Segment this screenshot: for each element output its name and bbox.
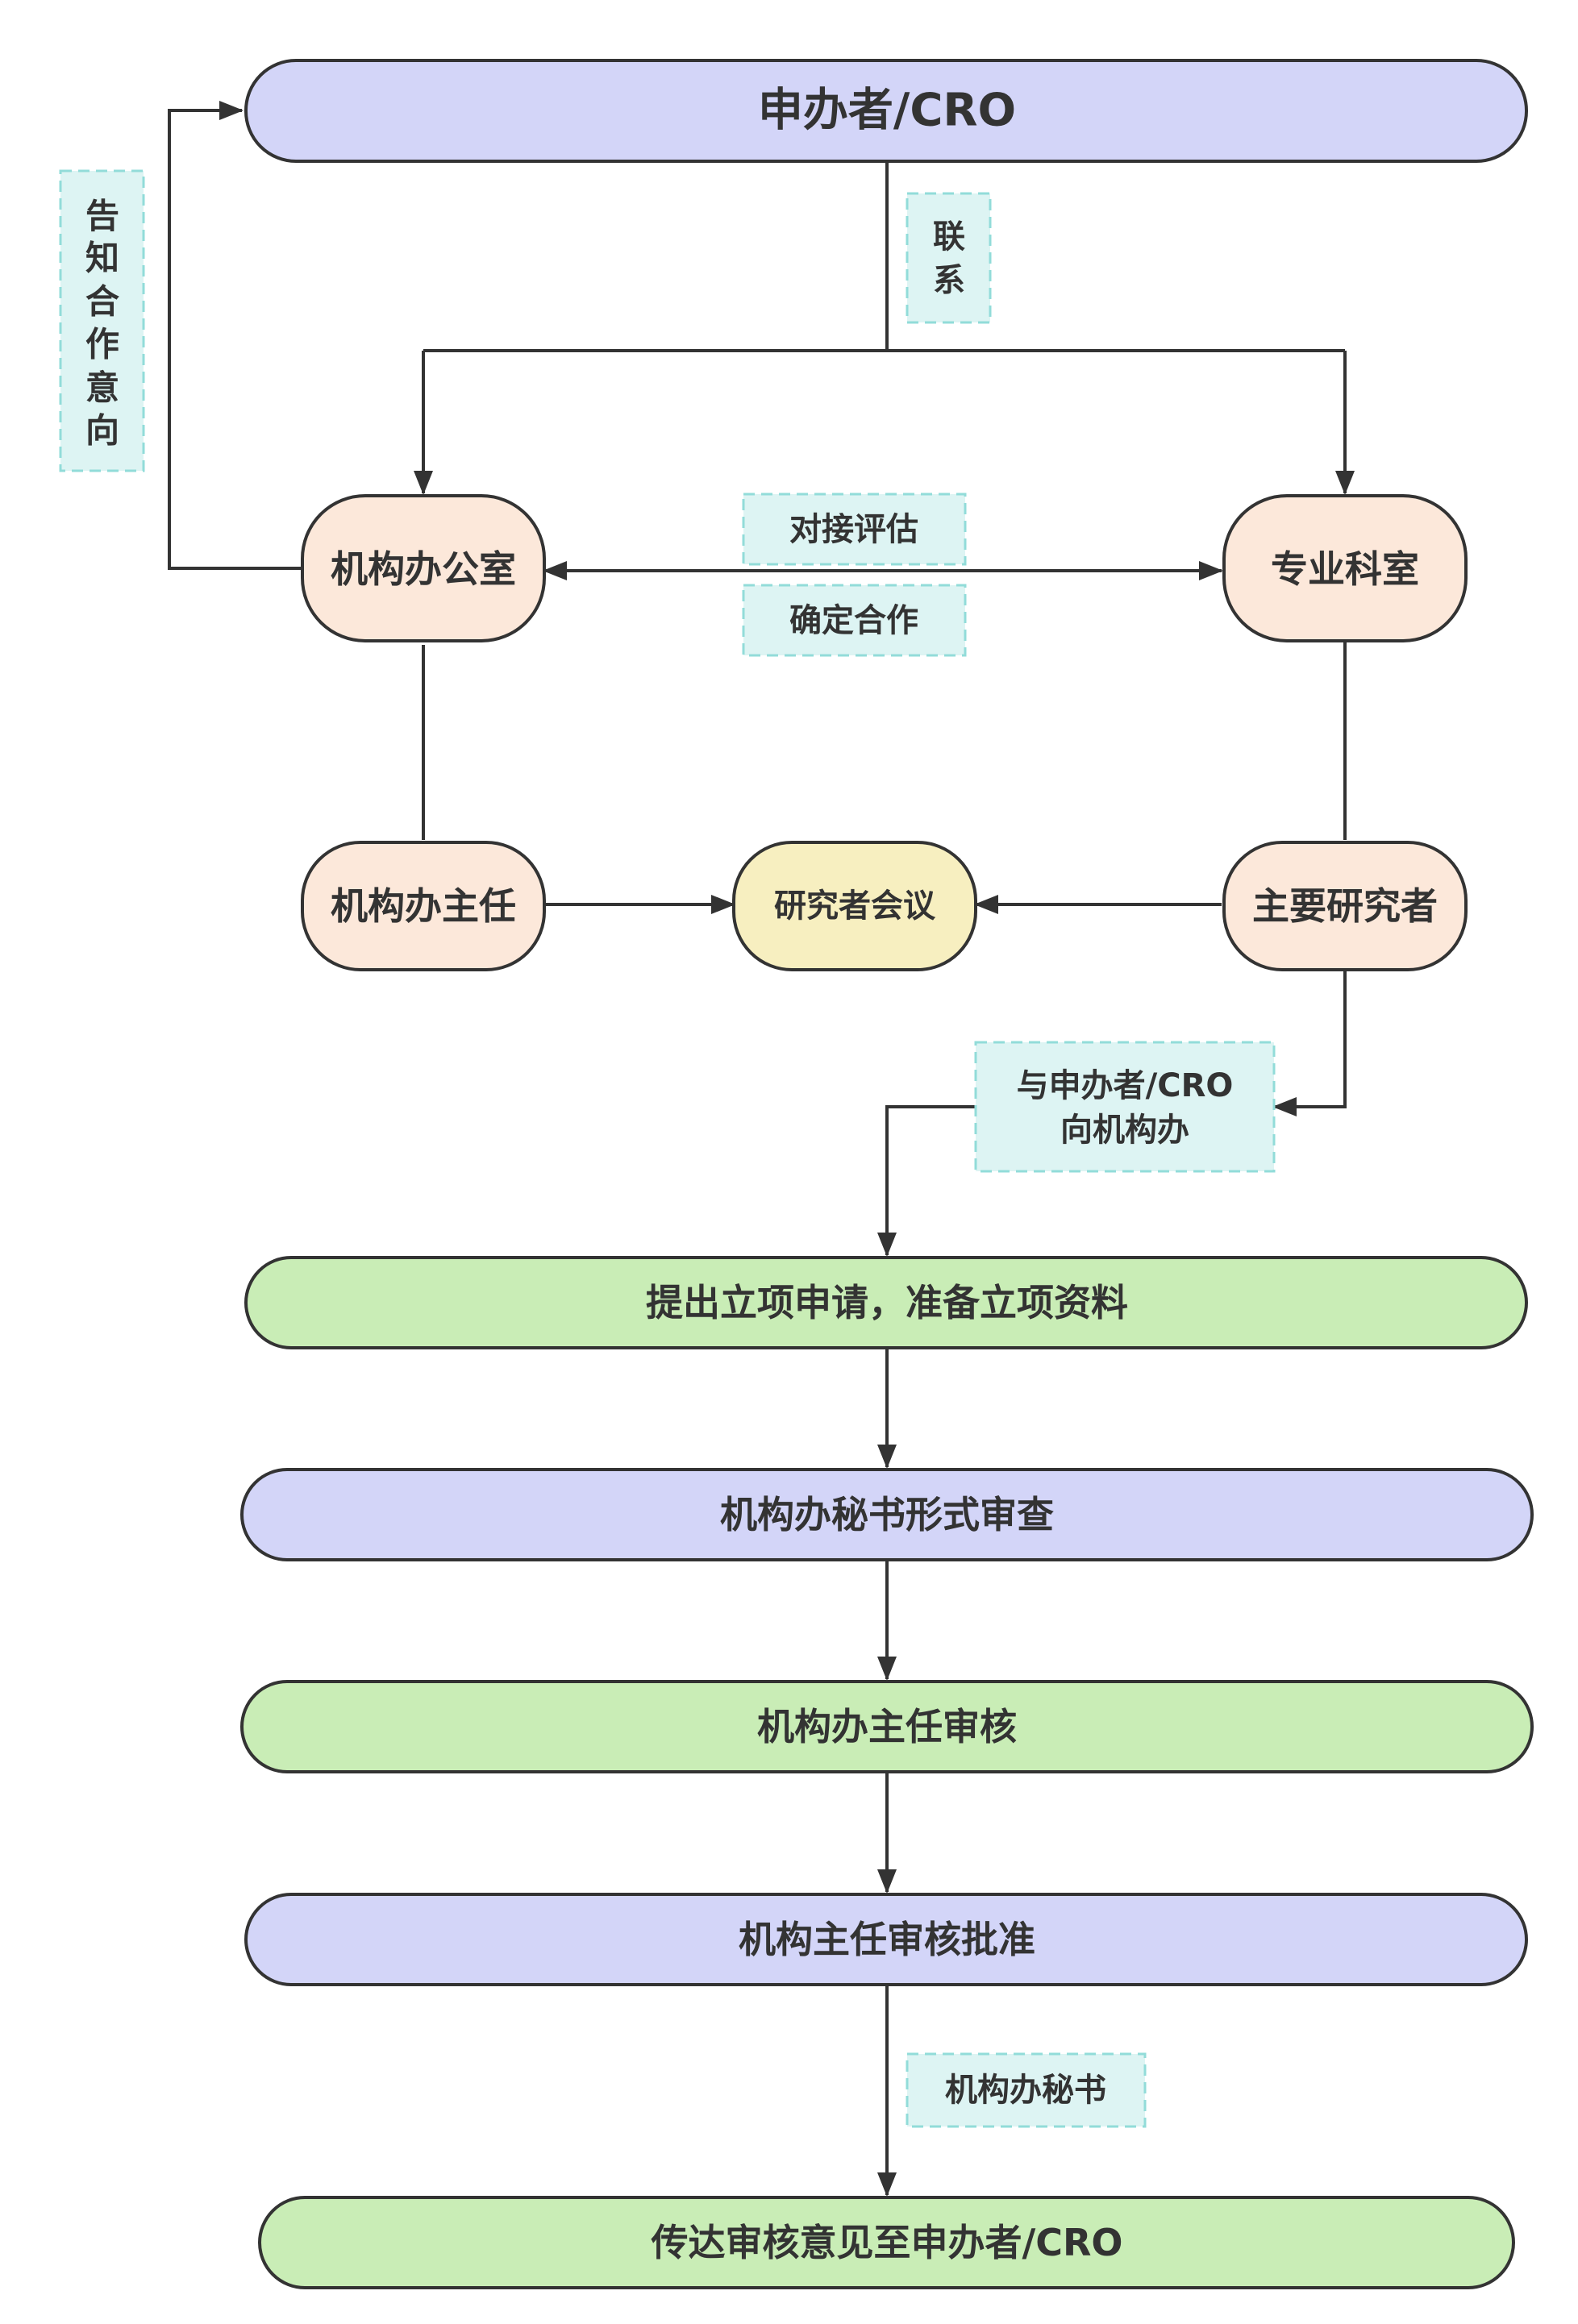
note-confirm-label: 确定合作 (789, 602, 918, 639)
node-director: 机构办主任 (301, 841, 546, 971)
node-apply: 提出立项申请，准备立项资料 (244, 1256, 1528, 1349)
note-inform-box (59, 169, 145, 472)
node-secretary-review-box (240, 1468, 1534, 1561)
node-director-label: 机构办主任 (331, 884, 516, 928)
node-pi-label: 主要研究者 (1252, 884, 1438, 928)
node-director-approve: 机构主任审核批准 (244, 1893, 1528, 1986)
edge-office-to-sponsor (168, 101, 302, 570)
note-contact: 联 系 (906, 192, 992, 324)
node-convey-label: 传达审核意见至申办者/CRO (650, 2221, 1122, 2264)
note-inform: 告 知 合 作 意 向 (59, 169, 145, 472)
note-assess-label: 对接评估 (789, 511, 918, 548)
note-contact-char-1: 联 (933, 218, 965, 256)
node-director-audit-box (240, 1680, 1534, 1773)
note-contact-box (906, 192, 992, 324)
node-dept: 专业科室 (1222, 494, 1468, 642)
node-director-box (301, 841, 546, 971)
edge-note-to-apply (877, 1105, 976, 1257)
note-secretary-box (906, 2052, 1147, 2128)
note-assess: 对接评估 (742, 493, 967, 566)
note-with-sponsor: 与申办者/CRO 向机构办 (974, 1041, 1276, 1173)
node-secretary-review-label: 机构办秘书形式审查 (720, 1493, 1054, 1536)
node-sponsor-box (244, 59, 1528, 163)
node-apply-label: 提出立项申请，准备立项资料 (646, 1281, 1128, 1324)
node-pi: 主要研究者 (1222, 841, 1468, 971)
note-inform-char-1: 告 (85, 197, 119, 236)
node-office: 机构办公室 (301, 494, 546, 642)
note-confirm-box (742, 584, 967, 657)
note-secretary: 机构办秘书 (906, 2052, 1147, 2128)
node-meeting: 研究者会议 (732, 841, 977, 971)
node-director-audit-label: 机构办主任审核 (757, 1705, 1017, 1748)
note-confirm: 确定合作 (742, 584, 967, 657)
node-convey: 传达审核意见至申办者/CRO (258, 2196, 1515, 2289)
nodes: 申办者/CRO 机构办公室 专业科室 机构办主任 研究者会议 主要研究者 (240, 59, 1534, 2289)
note-inform-char-2: 知 (85, 239, 119, 278)
note-inform-char-5: 意 (85, 368, 119, 408)
node-dept-label: 专业科室 (1271, 547, 1419, 591)
edges (168, 101, 1355, 2197)
note-assess-box (742, 493, 967, 566)
node-secretary-review: 机构办秘书形式审查 (240, 1468, 1534, 1561)
notes: 告 知 合 作 意 向 联 系 对接评估 确定合作 与申办者/CRO 向机构办 (59, 169, 1276, 2128)
node-sponsor: 申办者/CRO (244, 59, 1528, 163)
note-with-sponsor-box (974, 1041, 1276, 1173)
node-director-approve-label: 机构主任审核批准 (739, 1918, 1035, 1961)
note-inform-char-3: 合 (85, 282, 119, 322)
note-with-sponsor-line-1: 与申办者/CRO (1017, 1067, 1234, 1104)
node-dept-box (1222, 494, 1468, 642)
edge-pi-to-note (1272, 970, 1347, 1116)
note-contact-char-2: 系 (933, 262, 965, 299)
note-inform-char-6: 向 (85, 411, 119, 451)
node-director-approve-box (244, 1893, 1528, 1986)
node-office-box (301, 494, 546, 642)
node-convey-box (258, 2196, 1515, 2289)
node-meeting-label: 研究者会议 (774, 888, 936, 925)
note-inform-char-4: 作 (85, 325, 119, 364)
node-pi-box (1222, 841, 1468, 971)
node-apply-box (244, 1256, 1528, 1349)
node-office-label: 机构办公室 (331, 547, 516, 591)
note-with-sponsor-line-2: 向机构办 (1060, 1112, 1189, 1149)
node-sponsor-label: 申办者/CRO (758, 85, 1016, 137)
node-director-audit: 机构办主任审核 (240, 1680, 1534, 1773)
note-secretary-label: 机构办秘书 (945, 2072, 1106, 2109)
node-meeting-box (732, 841, 977, 971)
